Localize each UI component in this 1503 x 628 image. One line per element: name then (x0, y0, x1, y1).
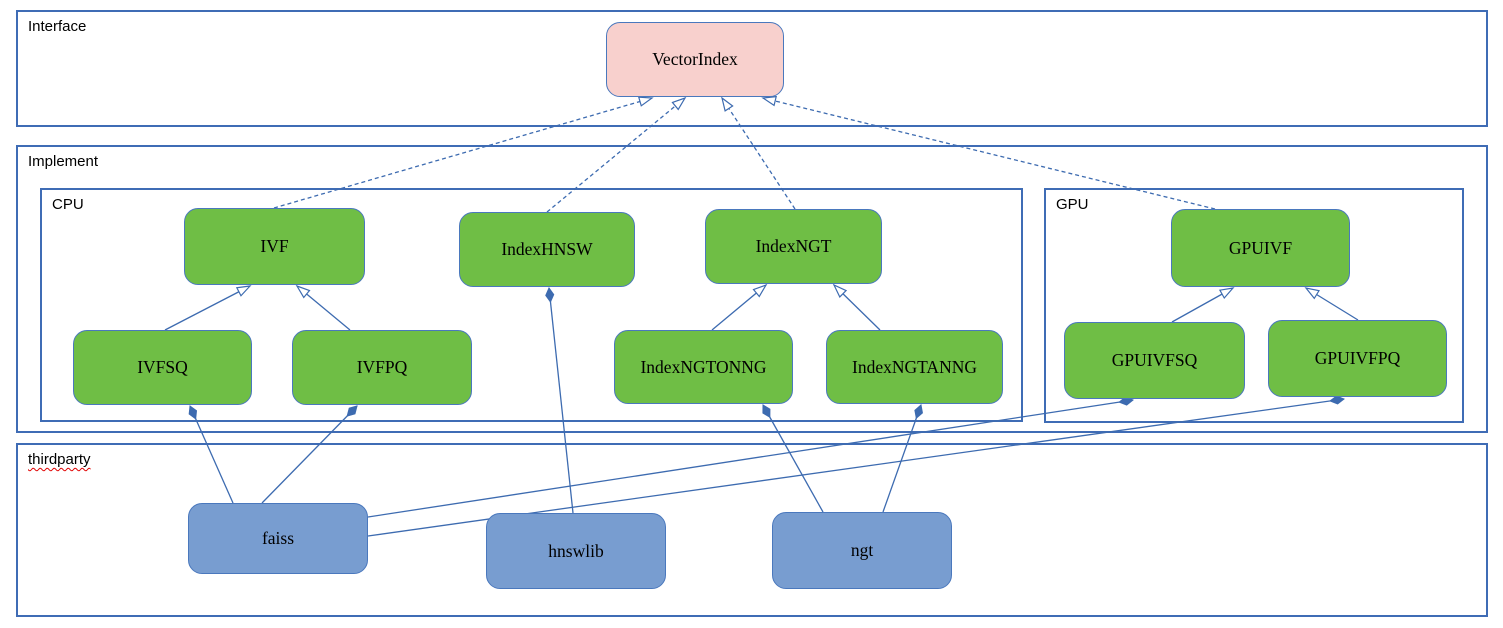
node-indexngtanng[interactable]: IndexNGTANNG (826, 330, 1003, 404)
node-ivfsq-label: IVFSQ (137, 357, 188, 377)
node-ivfpq[interactable]: IVFPQ (292, 330, 472, 405)
container-implement-label: Implement (28, 153, 99, 170)
node-ngt-label: ngt (850, 540, 874, 560)
node-ivf[interactable]: IVF (184, 208, 365, 285)
node-hnswlib-label: hnswlib (548, 540, 604, 561)
node-ngt[interactable]: ngt (772, 512, 952, 589)
node-gpuivfpq[interactable]: GPUIVFPQ (1268, 320, 1447, 397)
node-gpuivfsq-label: GPUIVFSQ (1111, 350, 1198, 370)
node-faiss-label: faiss (261, 528, 295, 548)
node-indexngtanng-label: IndexNGTANNG (852, 356, 977, 377)
node-ivf-label: IVF (260, 236, 289, 256)
node-gpuivfsq[interactable]: GPUIVFSQ (1064, 322, 1245, 399)
node-vectorindex-label: VectorIndex (652, 49, 738, 69)
node-indexngtonng-label: IndexNGTONNG (640, 356, 767, 377)
node-vectorindex[interactable]: VectorIndex (606, 22, 784, 97)
node-gpuivf-label: GPUIVF (1228, 237, 1293, 258)
node-indexhnsw-label: IndexHNSW (501, 239, 593, 259)
node-indexngt-label: IndexNGT (755, 236, 832, 256)
container-cpu-label: CPU (52, 196, 84, 213)
node-ivfsq[interactable]: IVFSQ (73, 330, 252, 405)
node-faiss[interactable]: faiss (188, 503, 368, 574)
node-indexhnsw[interactable]: IndexHNSW (459, 212, 635, 287)
container-gpu-label: GPU (1056, 196, 1089, 213)
node-hnswlib[interactable]: hnswlib (486, 513, 666, 589)
node-indexngt[interactable]: IndexNGT (705, 209, 882, 284)
node-ivfpq-label: IVFPQ (356, 357, 408, 377)
node-indexngtonng[interactable]: IndexNGTONNG (614, 330, 793, 404)
node-gpuivf[interactable]: GPUIVF (1171, 209, 1350, 287)
container-thirdparty-label: thirdparty (28, 451, 91, 468)
node-gpuivfpq-label: GPUIVFPQ (1314, 348, 1401, 368)
container-interface-label: Interface (28, 18, 87, 35)
